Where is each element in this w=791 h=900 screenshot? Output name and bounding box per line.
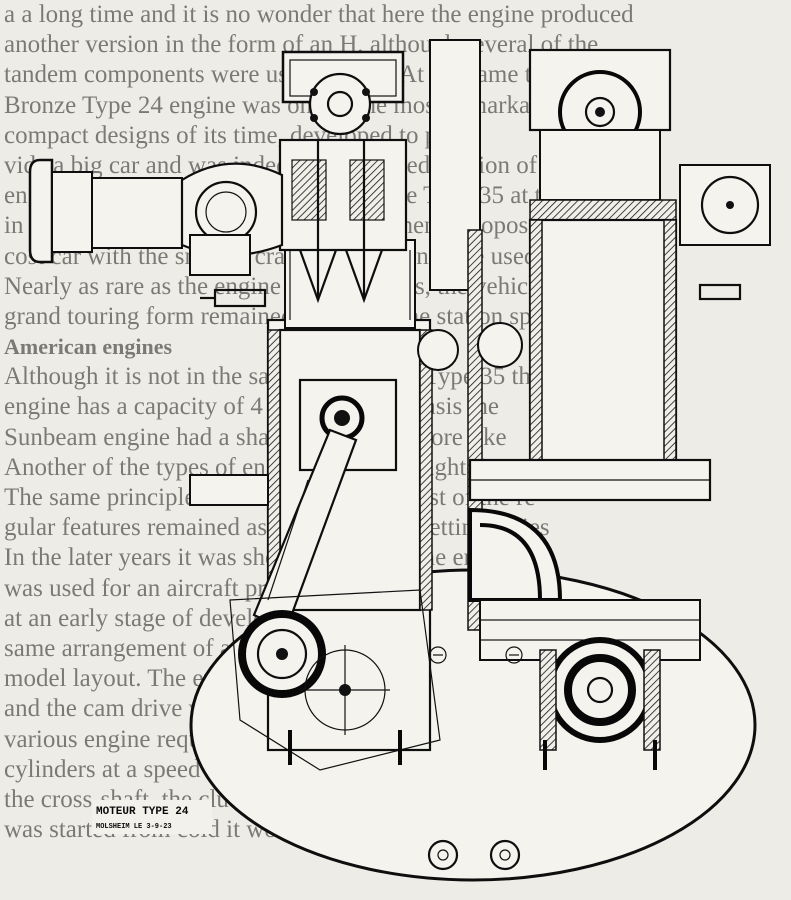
valve-springs: [291, 159, 385, 221]
drawing-title-line2: MOLSHEIM LE 3-9-23: [96, 823, 172, 831]
piston: [298, 378, 398, 472]
drawing-title-line1: MOTEUR TYPE 24: [96, 806, 189, 818]
background-text-line: American engines: [4, 334, 173, 360]
valve-chamber: [278, 50, 408, 304]
background-text-line: a a long time and it is no wonder that h…: [4, 1, 634, 28]
right-casing: [189, 218, 712, 506]
center-column: [417, 39, 523, 631]
crank-web: [229, 589, 441, 771]
intake-manifold: [28, 158, 284, 308]
background-text-line: In the later years it was shown that the…: [4, 544, 520, 572]
drawing-title-block: MOTEUR TYPE 24 MOLSHEIM LE 3-9-23: [92, 800, 212, 834]
main-bearing: [468, 507, 701, 770]
sump-drain-plugs: [427, 646, 523, 871]
big-end-bearing: [238, 610, 326, 698]
